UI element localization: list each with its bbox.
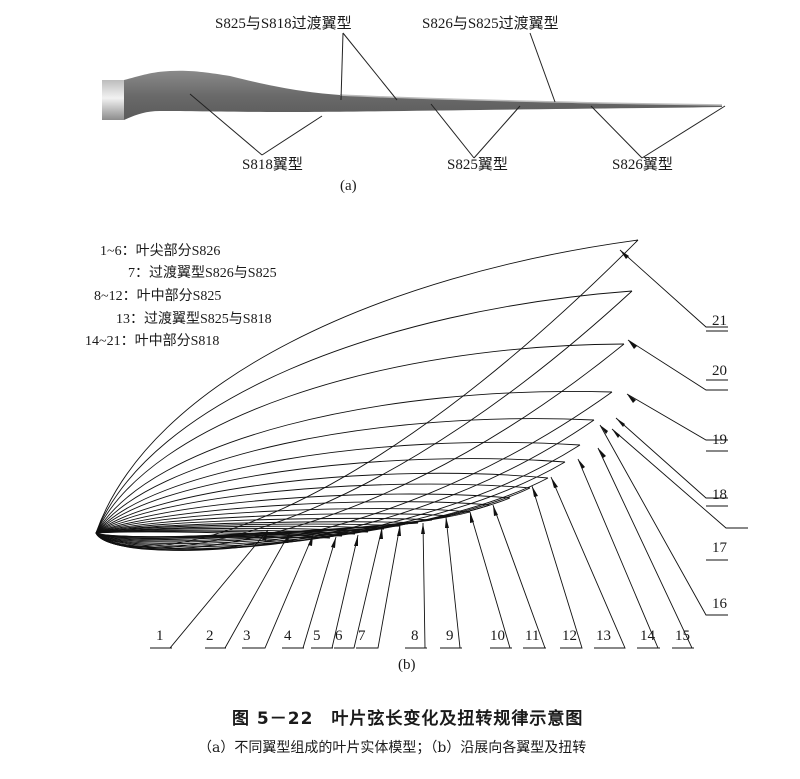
legend-item-tip: 1~6：叶尖部分S826 bbox=[100, 244, 221, 259]
section-label-5: 5 bbox=[313, 628, 321, 644]
blade-body bbox=[124, 70, 722, 120]
leader-s825-a bbox=[430, 103, 475, 159]
section-label-18: 18 bbox=[712, 487, 727, 503]
section-label-16: 16 bbox=[712, 596, 727, 612]
legend-item-mid-825: 8~12：叶中部分S825 bbox=[94, 289, 222, 304]
section-label-9: 9 bbox=[446, 628, 454, 644]
section-label-19: 19 bbox=[712, 432, 727, 448]
leader-transition-1 bbox=[340, 32, 344, 101]
figure-title: 图 5－22 叶片弦长变化及扭转规律示意图 bbox=[232, 709, 584, 729]
section-label-21: 21 bbox=[712, 313, 727, 329]
section-label-17: 17 bbox=[712, 540, 727, 556]
airfoil-sections-diagram bbox=[95, 239, 748, 649]
arrow-heads bbox=[262, 250, 637, 548]
section-label-7: 7 bbox=[358, 628, 366, 644]
leader-s825-b bbox=[473, 105, 521, 159]
section-label-2: 2 bbox=[206, 628, 214, 644]
section-label-12: 12 bbox=[562, 628, 577, 644]
section-label-13: 13 bbox=[596, 628, 611, 644]
blade-hub bbox=[102, 80, 124, 120]
leader-s818-b bbox=[261, 115, 323, 156]
section-label-8: 8 bbox=[411, 628, 419, 644]
section-label-1: 1 bbox=[156, 628, 164, 644]
leader-s826-a bbox=[590, 105, 643, 159]
panel-a-label: (a) bbox=[340, 178, 357, 194]
figure-subtitle: （a）不同翼型组成的叶片实体模型；（b）沿展向各翼型及扭转 bbox=[198, 740, 587, 756]
panel-b-label: (b) bbox=[398, 657, 416, 673]
label-s818-airfoil: S818翼型 bbox=[242, 157, 303, 173]
legend-item-transition-825-818: 13：过渡翼型S825与S818 bbox=[116, 312, 272, 327]
section-label-10: 10 bbox=[490, 628, 505, 644]
leader-s818-a bbox=[189, 93, 263, 156]
label-transition-s825-s818: S825与S818过渡翼型 bbox=[215, 16, 352, 32]
label-s825-airfoil: S825翼型 bbox=[447, 157, 508, 173]
leader-s826-b bbox=[641, 105, 726, 159]
airfoil-curves bbox=[95, 239, 639, 551]
blade-solid-model bbox=[102, 32, 726, 159]
section-label-11: 11 bbox=[525, 628, 540, 644]
section-label-14: 14 bbox=[640, 628, 655, 644]
section-label-15: 15 bbox=[675, 628, 690, 644]
section-label-20: 20 bbox=[712, 363, 727, 379]
leader-transition-2 bbox=[529, 32, 556, 103]
label-s826-airfoil: S826翼型 bbox=[612, 157, 673, 173]
section-label-3: 3 bbox=[243, 628, 251, 644]
section-label-6: 6 bbox=[335, 628, 343, 644]
legend-item-mid-818: 14~21：叶中部分S818 bbox=[85, 334, 220, 349]
legend-item-transition-826-825: 7：过渡翼型S826与S825 bbox=[128, 266, 277, 281]
section-label-4: 4 bbox=[284, 628, 292, 644]
label-transition-s826-s825: S826与S825过渡翼型 bbox=[422, 16, 559, 32]
